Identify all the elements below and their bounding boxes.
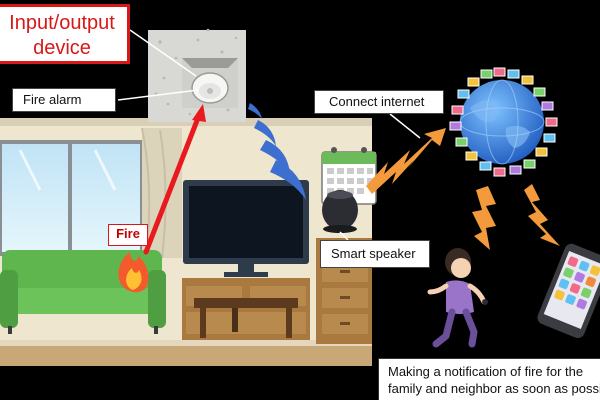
fire-alarm-icon bbox=[191, 72, 229, 104]
flame-icon bbox=[118, 252, 149, 293]
device-title-box: Input/output device bbox=[0, 4, 130, 64]
fire-alarm-label: Fire alarm bbox=[12, 88, 116, 112]
notification-box: Making a notification of fire for the fa… bbox=[378, 358, 600, 400]
lightning-arrow-icon bbox=[366, 128, 446, 194]
red-arrow bbox=[143, 104, 206, 255]
running-woman-icon bbox=[427, 248, 488, 348]
connect-internet-label: Connect internet bbox=[314, 90, 444, 114]
ceiling-panel bbox=[148, 28, 246, 122]
globe-icon bbox=[449, 67, 558, 177]
speaker-pointer bbox=[339, 231, 349, 241]
smart-speaker-icon bbox=[322, 190, 358, 233]
smartphone-icon bbox=[537, 243, 600, 339]
low-table bbox=[194, 298, 298, 338]
signal-wave-icon bbox=[248, 103, 306, 200]
television-icon bbox=[183, 180, 309, 277]
lightning-arrow-icon bbox=[524, 184, 560, 246]
device-title-line1: Input/output bbox=[9, 12, 115, 34]
fire-label: Fire bbox=[108, 224, 148, 246]
lightning-arrow-icon bbox=[472, 186, 496, 250]
title-pointer bbox=[129, 29, 197, 77]
device-title-line2: device bbox=[33, 37, 91, 59]
notification-line1: Making a notification of fire for the bbox=[388, 364, 584, 379]
smart-speaker-label: Smart speaker bbox=[320, 240, 430, 268]
notification-line2: family and neighbor as soon as possible bbox=[388, 381, 600, 396]
fire-alarm-pointer bbox=[117, 89, 199, 101]
internet-pointer bbox=[389, 113, 421, 139]
window-icon bbox=[0, 127, 182, 259]
